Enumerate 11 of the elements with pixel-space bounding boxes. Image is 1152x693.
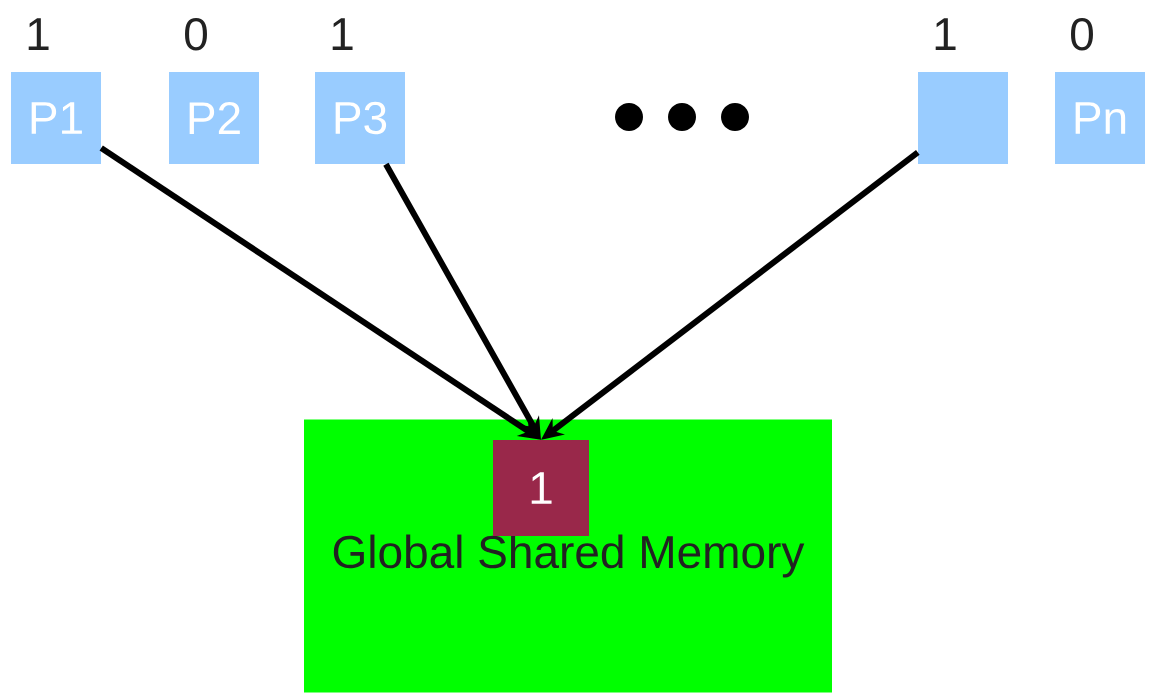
bit-value: 1 (28, 18, 49, 50)
bit-value: 1 (332, 18, 353, 50)
empty-box (918, 72, 1008, 164)
bit-value: 1 (935, 18, 956, 50)
bit-value: 0 (1071, 17, 1093, 51)
bit-value: 0 (185, 17, 207, 51)
processor-box: P3 (315, 72, 405, 164)
processor-box: P2 (169, 72, 259, 164)
processor-box: P1 (11, 72, 101, 164)
processor-box: Pn (1055, 72, 1145, 164)
memory-cell: 1 (493, 440, 589, 536)
